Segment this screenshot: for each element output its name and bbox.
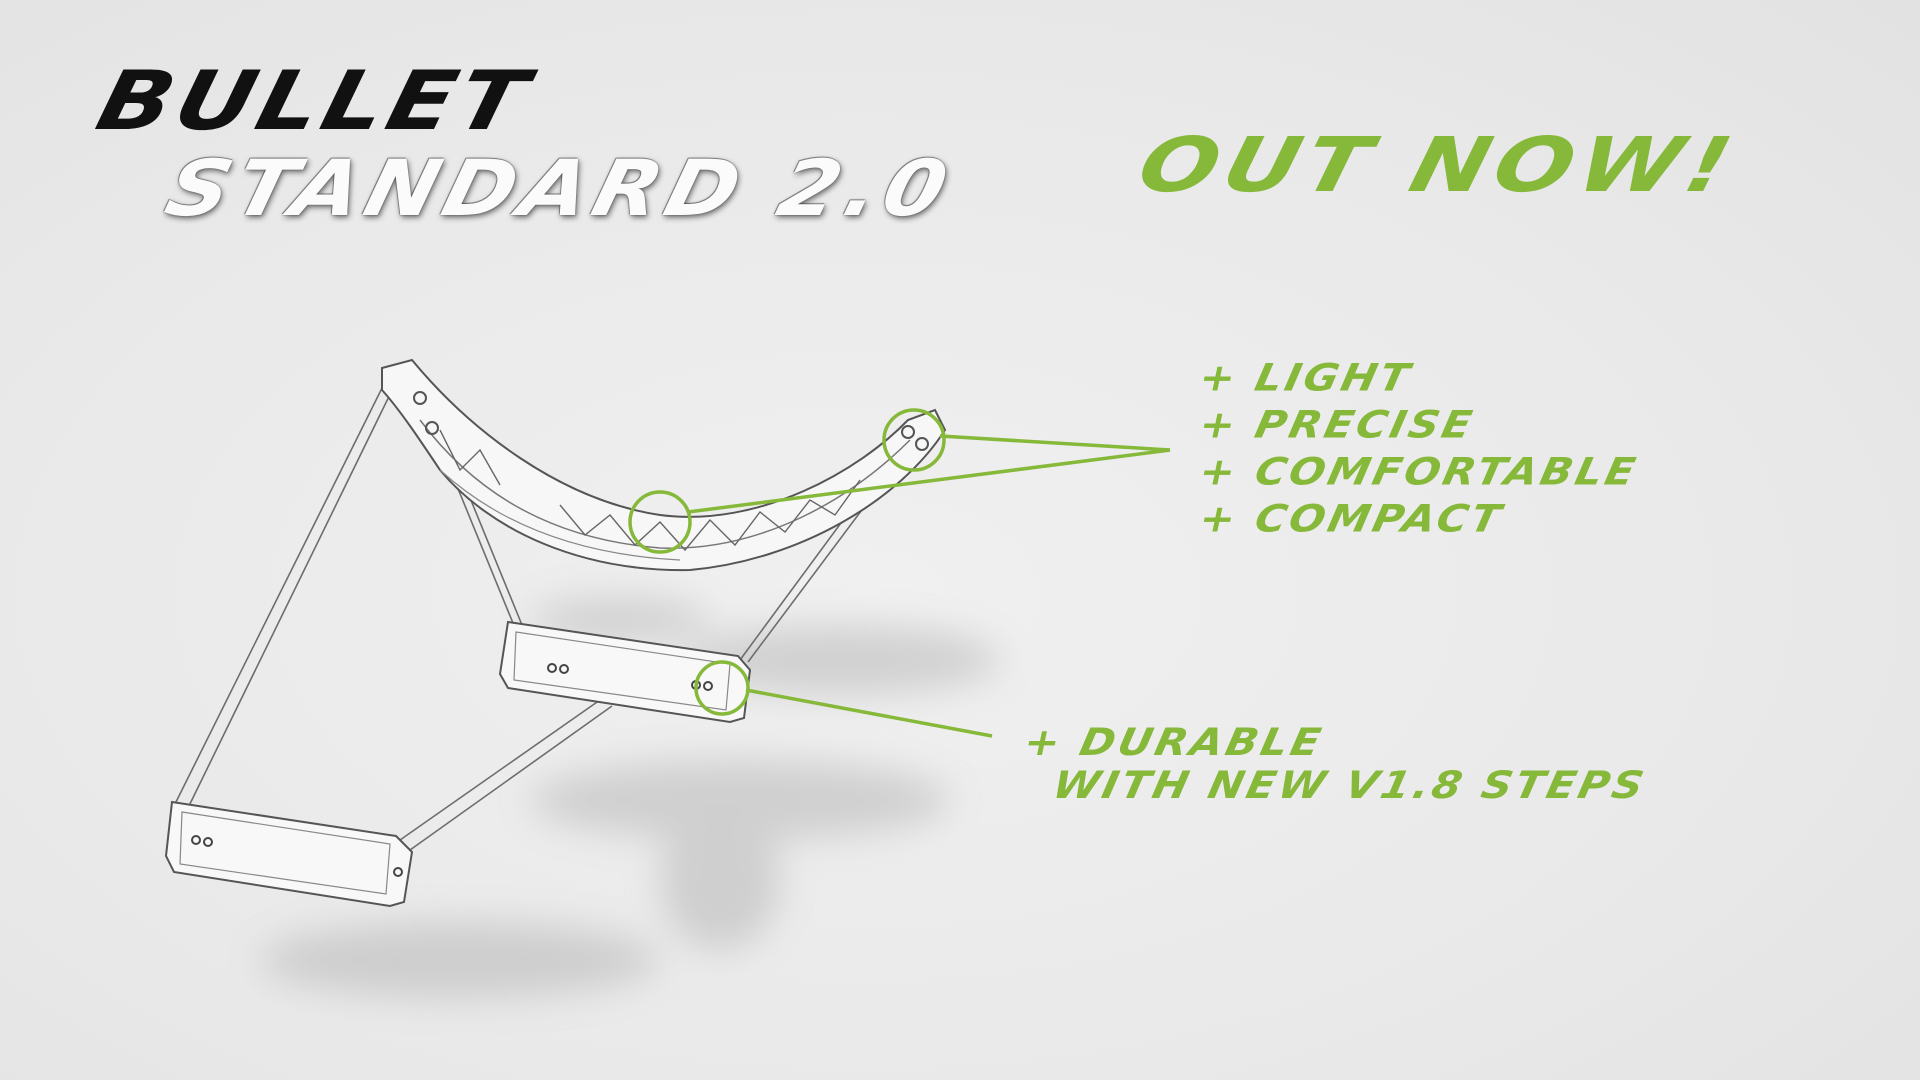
durable-callout: + DURABLE WITH NEW V1.8 STEPS [1011,719,1660,808]
durable-detail: WITH NEW V1.8 STEPS [1048,763,1651,808]
feature-light: + LIGHT [1195,355,1417,400]
brand-title: BULLET [87,53,541,149]
feature-precise: + PRECISE [1195,402,1479,447]
floor-shadows [260,598,1000,998]
step-plate-rear [164,800,414,908]
feature-list: + LIGHT + PRECISE + COMFORTABLE + COMPAC… [1195,354,1642,542]
brand-subtitle: STANDARD 2.0 [157,143,962,234]
saddle-holes [413,391,929,451]
saddle-frame [381,358,947,572]
feature-compact: + COMPACT [1195,496,1508,541]
truss-detail [439,429,861,552]
step-plate-front [498,620,752,724]
callout-lines [628,408,1171,738]
durable-label: + DURABLE [1020,719,1328,764]
feature-comfortable: + COMFORTABLE [1195,449,1643,494]
out-now-headline: OUT NOW! [1129,121,1746,210]
